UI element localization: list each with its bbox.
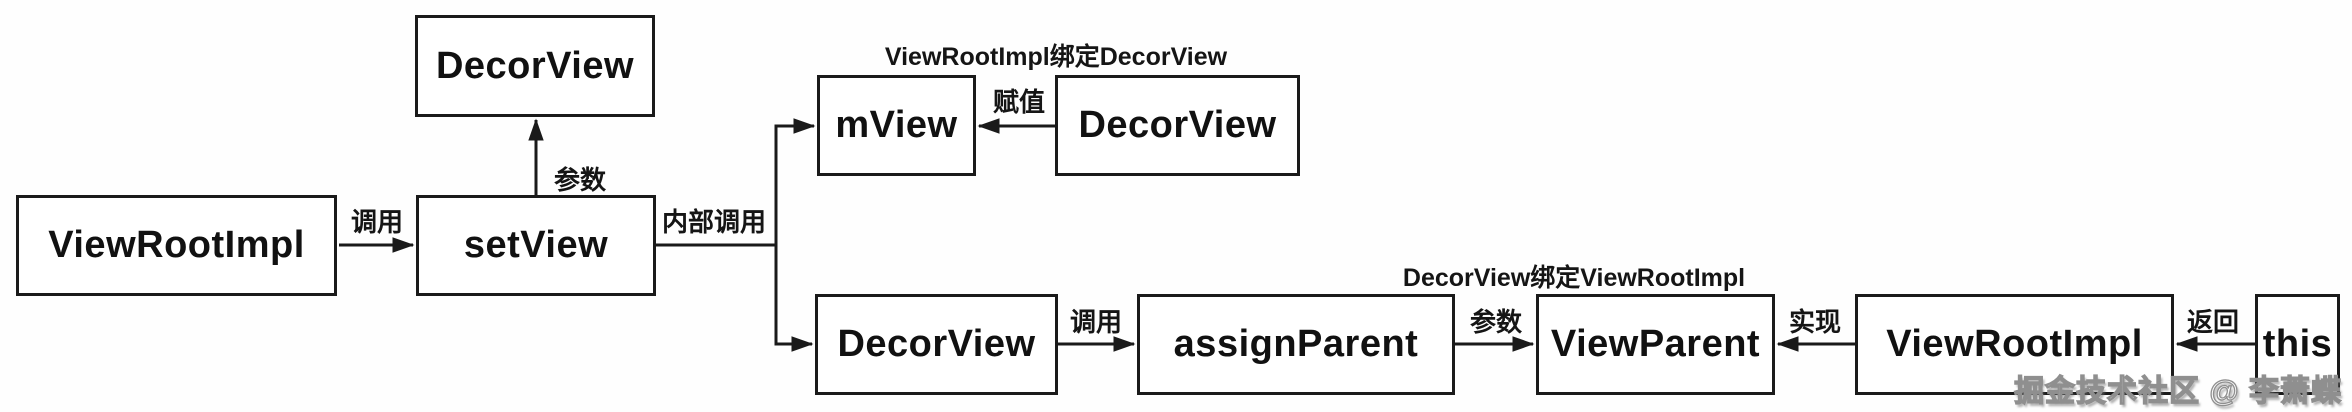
edge-label-assign-value: 赋值	[992, 87, 1046, 117]
node-label: DecorView	[435, 44, 635, 87]
edge-label-call-2: 调用	[1069, 307, 1123, 337]
node-label: mView	[835, 104, 958, 146]
node-viewrootimpl-impl: ViewRootImpl	[1855, 294, 2174, 395]
node-label: ViewRootImpl	[48, 224, 305, 266]
node-label: ViewParent	[1550, 323, 1761, 365]
node-label: this	[2262, 323, 2333, 365]
node-label: DecorView	[1078, 104, 1277, 146]
node-setview: setView	[416, 195, 656, 296]
node-label: setView	[463, 224, 609, 266]
node-viewparent: ViewParent	[1536, 294, 1775, 395]
edge-label-internal-call: 内部调用	[661, 207, 767, 237]
node-viewrootimpl-main: ViewRootImpl	[16, 195, 337, 296]
node-this: this	[2255, 294, 2340, 395]
edge-label-return: 返回	[2186, 307, 2240, 337]
caption-viewrootimpl-bind-decorview: ViewRootImpl绑定DecorView	[884, 43, 1228, 71]
node-label: DecorView	[837, 323, 1036, 365]
node-label: assignParent	[1173, 323, 1419, 365]
caption-decorview-bind-viewrootimpl: DecorView绑定ViewRootImpl	[1402, 264, 1746, 292]
node-decorview-bind: DecorView	[1055, 75, 1300, 176]
edge-label-param-1: 参数	[553, 165, 607, 195]
edge-label-param-2: 参数	[1469, 307, 1523, 337]
node-label: ViewRootImpl	[1886, 323, 2143, 365]
edge-internal-call-upper-branch	[656, 118, 816, 247]
node-decorview-inner: DecorView	[815, 294, 1058, 395]
edge-internal-call-lower-branch	[774, 245, 814, 352]
node-decorview-top: DecorView	[415, 15, 655, 117]
edge-label-implement: 实现	[1788, 307, 1842, 337]
node-assignparent: assignParent	[1137, 294, 1455, 395]
watermark-juejin-community: 掘金技术社区 @ 李萧蝶	[2013, 374, 2342, 408]
edge-label-call-1: 调用	[350, 207, 404, 237]
node-mview: mView	[817, 75, 976, 176]
